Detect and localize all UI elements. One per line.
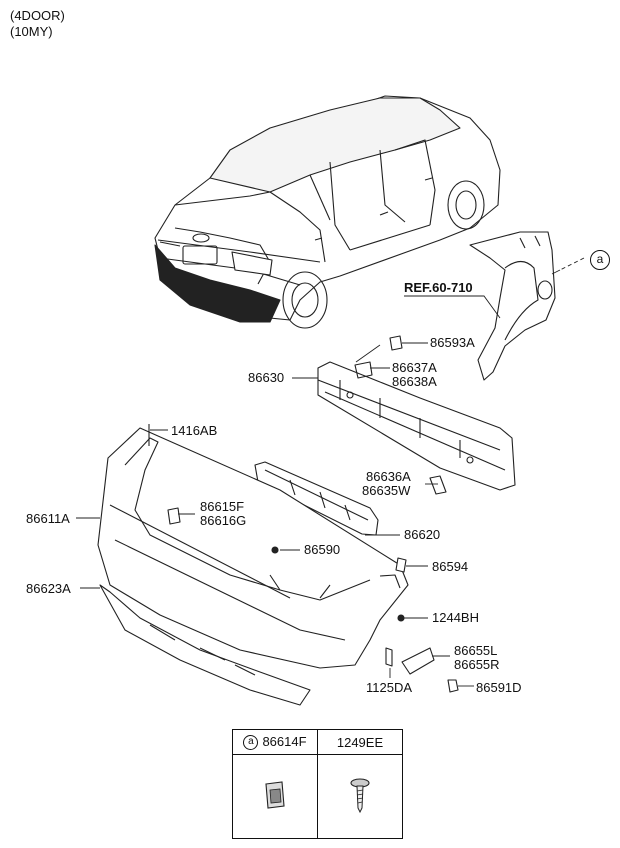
part-label: 86638A xyxy=(392,374,437,389)
part-label: 86655L xyxy=(454,643,498,658)
part-label: 1125DA xyxy=(366,680,413,695)
part-86593A-shape xyxy=(389,335,403,351)
part-label: 86594 xyxy=(432,559,469,574)
part-label: 86591D xyxy=(476,680,522,695)
part-label: 86623A xyxy=(26,581,71,596)
part-label: 1244BH xyxy=(432,610,479,625)
clip-icon xyxy=(265,781,285,809)
part-86636A-shape xyxy=(429,475,447,495)
part-label: 86636A xyxy=(366,469,411,484)
legend-clip-cell xyxy=(232,754,318,839)
part-86591D-shape xyxy=(447,679,459,693)
part-label: 86616G xyxy=(200,513,247,528)
part-label: 86620 xyxy=(404,527,441,542)
header-body-type: (4DOOR) xyxy=(10,8,65,23)
part-1244BH-shape xyxy=(397,614,405,622)
screw-icon xyxy=(350,778,370,814)
quarter-panel-illustration xyxy=(469,231,556,381)
part-86637A-shape xyxy=(354,361,373,379)
legend-part-1249EE: 1249EE xyxy=(336,734,384,750)
part-label: 86637A xyxy=(392,360,437,375)
legend-screw-cell xyxy=(317,754,403,839)
part-1125DA-shape xyxy=(385,647,393,667)
car-illustration xyxy=(154,95,501,329)
part-label: 86611A xyxy=(26,511,70,526)
legend-part-86614F: 86614F xyxy=(262,733,307,749)
part-label: 1416AB xyxy=(171,423,218,438)
part-86615F-shape xyxy=(167,507,181,525)
leader-lines xyxy=(76,257,585,687)
part-86655L-shape xyxy=(401,647,435,675)
part-label: 86630 xyxy=(248,370,285,385)
reference-label: REF.60-710 xyxy=(404,280,473,295)
part-label: 86593A xyxy=(430,335,475,350)
part-label: 86635W xyxy=(362,483,411,498)
part-label: 86615F xyxy=(200,499,245,514)
header-model-year: (10MY) xyxy=(10,24,53,39)
legend-col2-header: 1249EE xyxy=(317,729,403,755)
part-86590-shape xyxy=(271,546,279,554)
legend-callout-marker: a xyxy=(243,735,259,751)
part-label: 86590 xyxy=(304,542,341,557)
part-86594-shape xyxy=(395,557,407,573)
part-label: 86655R xyxy=(454,657,500,672)
rear-beam-illustration xyxy=(317,361,516,491)
lower-cover-illustration xyxy=(99,584,311,706)
callout-a-marker: a xyxy=(590,250,610,270)
bumper-cover-illustration xyxy=(97,427,409,669)
